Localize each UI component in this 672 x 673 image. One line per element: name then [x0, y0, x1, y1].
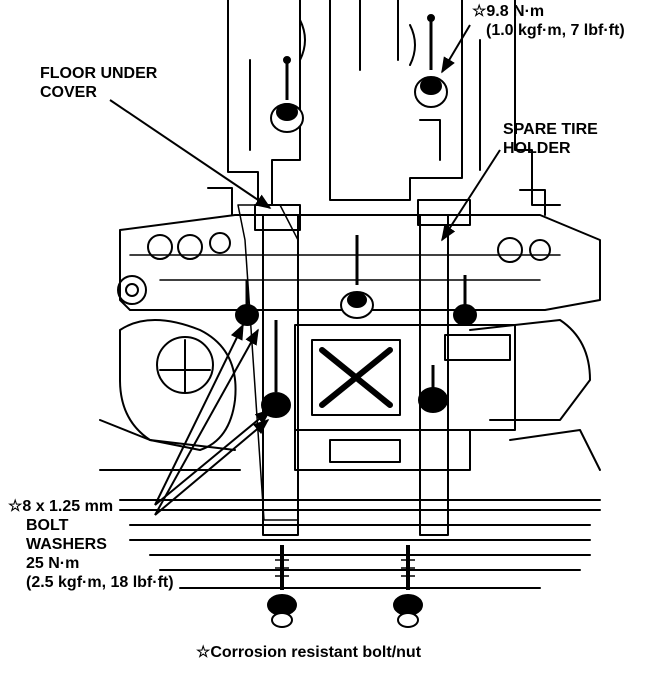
washers-text: WASHERS — [26, 536, 107, 553]
leader-washer-1 — [154, 328, 259, 516]
floor-under-cover-label: FLOOR UNDER COVER — [40, 64, 157, 102]
bolt-icon — [340, 235, 374, 319]
spare-tire-well — [294, 324, 516, 431]
bolt-text: BOLT — [26, 517, 69, 534]
body-contour — [299, 19, 441, 161]
bolt-icon — [393, 545, 423, 628]
bolt-icon — [270, 56, 304, 133]
bolt-icon — [267, 545, 297, 628]
spare-tire-holder-line2: HOLDER — [503, 140, 571, 157]
bolt-icon — [414, 14, 448, 108]
bolt-size: ☆8 x 1.25 mm — [8, 498, 114, 515]
left-suspension — [119, 319, 237, 451]
exhaust-pipe — [119, 499, 601, 541]
leader-washer-2 — [154, 418, 270, 516]
torque-top-label: ☆9.8 N·m (1.0 kgf·m, 7 lbf·ft) — [472, 2, 625, 40]
washer-icon — [235, 280, 259, 326]
holder-bar-left — [262, 214, 299, 536]
floor-panel-center — [329, 0, 463, 201]
crossmember — [119, 214, 601, 311]
leader-bolt-1 — [154, 323, 244, 506]
floor-panel-edge — [249, 0, 481, 171]
washer-icon — [453, 275, 477, 326]
floor-under-cover-plate — [237, 204, 299, 521]
spare-tire-holder-line1: SPARE TIRE — [503, 121, 598, 138]
leader-bolt-2 — [154, 408, 272, 506]
floor-panel-left — [227, 0, 301, 206]
torque-top-value: ☆9.8 N·m — [472, 3, 545, 20]
torque-bottom-value-alt: (2.5 kgf·m, 18 lbf·ft) — [26, 574, 174, 591]
leader-spare-tire-holder — [441, 149, 501, 242]
right-suspension — [469, 319, 591, 421]
washer-icon — [418, 365, 448, 413]
washer-icon — [261, 320, 291, 418]
floor-panel-right — [514, 0, 561, 206]
leader-floor-under-cover — [109, 99, 272, 209]
torque-top-value-alt: (1.0 kgf·m, 7 lbf·ft) — [486, 22, 625, 39]
bolt-washers-label: ☆8 x 1.25 mm BOLT WASHERS 25 N·m (2.5 kg… — [8, 497, 174, 592]
footnote: ☆Corrosion resistant bolt/nut — [196, 644, 422, 661]
holder-top-plate — [254, 199, 471, 231]
holder-bar-right — [419, 214, 449, 536]
leader-torque-top — [441, 24, 471, 74]
spare-tire-emboss — [311, 339, 401, 416]
floor-under-cover-line2: COVER — [40, 84, 97, 101]
floor-under-cover-line1: FLOOR UNDER — [40, 65, 158, 82]
spare-tire-holder-label: SPARE TIRE HOLDER — [503, 120, 598, 158]
torque-bottom-value: 25 N·m — [26, 555, 80, 572]
